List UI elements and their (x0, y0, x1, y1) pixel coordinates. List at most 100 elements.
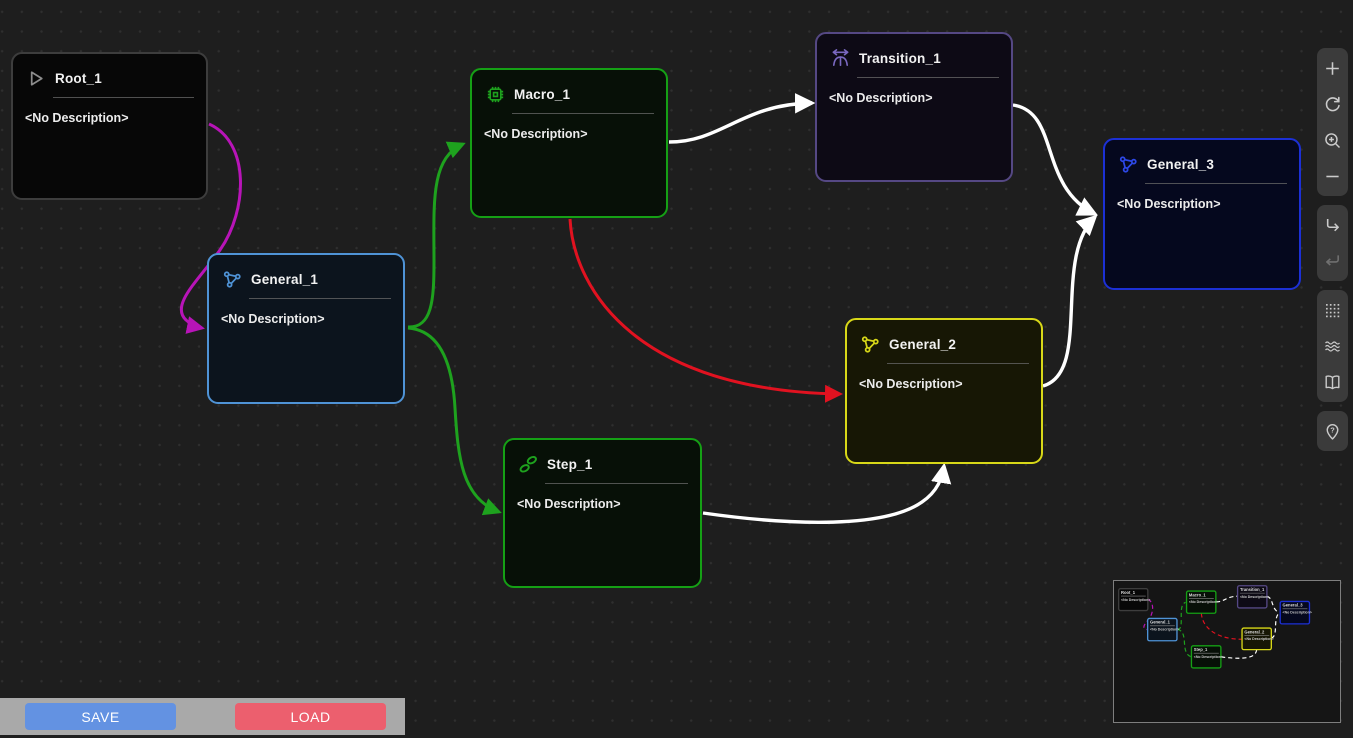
minimap-edge (1177, 601, 1186, 630)
book-icon (1322, 372, 1343, 393)
graph-node-general2[interactable]: General_2 <No Description> (845, 318, 1043, 464)
node-title-divider (249, 298, 391, 299)
svg-text:Macro_1: Macro_1 (1189, 592, 1206, 597)
minimap-node-general3 (1279, 600, 1311, 625)
steps-icon (517, 453, 540, 476)
edge-Transition_1-to-General_3[interactable] (1012, 103, 1099, 216)
network-icon (1117, 153, 1140, 176)
node-header: General_3 (1117, 152, 1287, 176)
play-icon (25, 67, 48, 90)
svg-text:<No Description>: <No Description> (1150, 628, 1179, 632)
svg-text:<No Description>: <No Description> (1283, 611, 1312, 615)
minimap-edge (1215, 595, 1238, 603)
node-title: General_2 (889, 336, 957, 352)
toolbar-group (1317, 290, 1348, 402)
toolbar-group (1317, 205, 1348, 281)
svg-text:Root_1: Root_1 (1121, 590, 1136, 595)
return-icon (1322, 251, 1343, 272)
svg-text:Transition_1: Transition_1 (1240, 587, 1265, 592)
rotate-cw-icon (1322, 94, 1343, 115)
toolbar-group (1317, 411, 1348, 451)
node-title: Root_1 (55, 70, 102, 86)
node-description: <No Description> (517, 497, 621, 511)
node-title-divider (857, 77, 999, 78)
node-title: Step_1 (547, 456, 593, 472)
node-title: General_3 (1147, 156, 1215, 172)
chip-icon (484, 83, 507, 106)
location-help-button[interactable] (1317, 413, 1348, 449)
arrow-branch-icon (1322, 215, 1343, 236)
pin-question-icon (1322, 421, 1343, 442)
grid-icon (1322, 300, 1343, 321)
minimap[interactable]: Root_1<No Description>General_1<No Descr… (1113, 580, 1341, 723)
node-header: Macro_1 (484, 82, 654, 106)
minimap-node-root1 (1118, 588, 1149, 612)
arrow-branch-button[interactable] (1317, 207, 1348, 243)
graph-node-transition1[interactable]: Transition_1 <No Description> (815, 32, 1013, 182)
toolbar-group (1317, 48, 1348, 196)
minimap-node-general2 (1241, 627, 1272, 651)
fit-view-button[interactable] (1317, 122, 1348, 158)
transition-icon (829, 47, 852, 70)
svg-text:<No Description>: <No Description> (1189, 600, 1218, 604)
edge-Macro_1-to-Transition_1[interactable] (668, 93, 816, 144)
minimap-node-transition1 (1236, 585, 1268, 609)
network-icon (859, 333, 882, 356)
node-description: <No Description> (829, 91, 933, 105)
node-description: <No Description> (484, 127, 588, 141)
waves-icon (1322, 336, 1343, 357)
svg-text:<No Description>: <No Description> (1194, 655, 1223, 659)
grid-button[interactable] (1317, 292, 1348, 328)
graph-node-root1[interactable]: Root_1 <No Description> (11, 52, 208, 200)
node-title: Macro_1 (514, 86, 571, 102)
minus-icon (1322, 166, 1343, 187)
node-header: General_2 (859, 332, 1029, 356)
svg-text:<No Description>: <No Description> (1244, 637, 1273, 641)
graph-node-general1[interactable]: General_1 <No Description> (207, 253, 405, 404)
graph-node-macro1[interactable]: Macro_1 <No Description> (470, 68, 668, 218)
graph-node-general3[interactable]: General_3<No Description> (1103, 138, 1301, 290)
minimap-edge (1143, 598, 1154, 631)
waves-button[interactable] (1317, 328, 1348, 364)
edge-General_1-to-Macro_1[interactable] (407, 141, 466, 329)
load-button[interactable]: LOAD (235, 703, 386, 730)
node-description: <No Description> (221, 312, 325, 326)
svg-text:General_3: General_3 (1283, 603, 1304, 608)
svg-text:<No Description>: <No Description> (1240, 595, 1269, 599)
minimap-edge (1220, 649, 1258, 659)
zoom-in-button[interactable] (1317, 50, 1348, 86)
save-button[interactable]: SAVE (25, 703, 176, 730)
plus-icon (1322, 58, 1343, 79)
minimap-edge (1271, 612, 1280, 639)
network-icon (221, 268, 244, 291)
edge-General_2-to-General_3[interactable] (1042, 214, 1098, 388)
zoom-out-button[interactable] (1317, 158, 1348, 194)
minimap-node-general1 (1147, 617, 1178, 642)
node-header: General_1 (221, 267, 391, 291)
minimap-node-step1 (1190, 645, 1222, 669)
svg-text:General_2: General_2 (1244, 629, 1265, 634)
edge-Step_1-to-General_2[interactable] (702, 462, 952, 525)
reset-view-button[interactable] (1317, 86, 1348, 122)
edge-Macro_1-to-General_2[interactable] (568, 218, 843, 403)
svg-text:<No Description>: <No Description> (1121, 598, 1150, 602)
node-title: General_1 (251, 271, 319, 287)
svg-text:Step_1: Step_1 (1194, 647, 1208, 652)
node-description: <No Description> (859, 377, 963, 391)
edge-General_1-to-Step_1[interactable] (407, 326, 502, 516)
node-description: <No Description> (25, 111, 129, 125)
return-button[interactable] (1317, 243, 1348, 279)
graph-node-step1[interactable]: Step_1 <No Description> (503, 438, 702, 588)
minimap-edge (1177, 628, 1192, 658)
edge-Root_1-to-General_1[interactable] (179, 122, 242, 334)
node-title-divider (512, 113, 654, 114)
node-title-divider (53, 97, 194, 98)
node-title-divider (545, 483, 688, 484)
node-header: Step_1 (517, 452, 688, 476)
node-header: Transition_1 (829, 46, 999, 70)
book-button[interactable] (1317, 364, 1348, 400)
minimap-node-macro1 (1185, 590, 1217, 614)
node-header: Root_1 (25, 66, 194, 90)
node-title-divider (1145, 183, 1287, 184)
